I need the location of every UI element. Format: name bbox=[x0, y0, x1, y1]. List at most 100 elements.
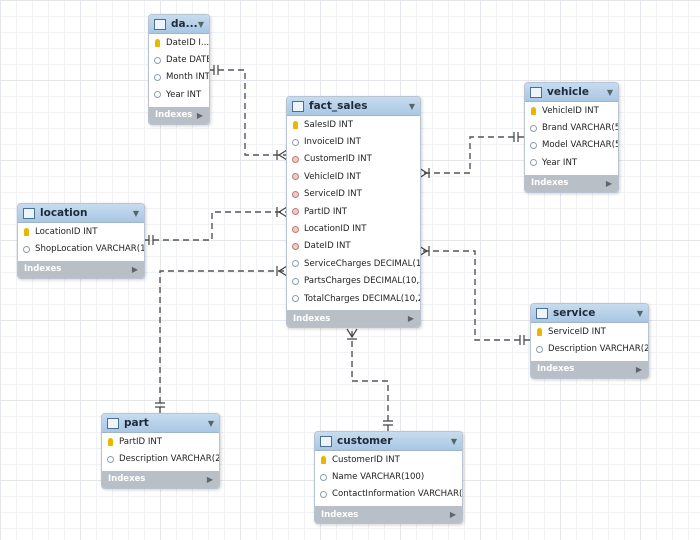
column-label: Description VARCHAR(20... bbox=[548, 344, 648, 355]
table-header[interactable]: customer ▼ bbox=[315, 432, 462, 451]
column-row[interactable]: TotalCharges DECIMAL(10,2) bbox=[287, 290, 420, 307]
column-row[interactable]: CustomerID INT bbox=[315, 451, 462, 468]
column-row[interactable]: LocationID INT bbox=[18, 223, 144, 240]
table-name: service bbox=[553, 307, 596, 319]
column-label: LocationID INT bbox=[304, 224, 367, 235]
primary-key-icon bbox=[108, 437, 113, 446]
column-row[interactable]: Year INT bbox=[149, 86, 209, 103]
column-row[interactable]: SalesID INT bbox=[287, 116, 420, 133]
rel-location-one-mark bbox=[148, 235, 154, 245]
column-icon bbox=[107, 455, 114, 463]
indexes-footer[interactable]: Indexes▶ bbox=[287, 310, 420, 328]
column-label: ServiceID INT bbox=[304, 189, 362, 200]
indexes-footer[interactable]: Indexes▶ bbox=[525, 174, 618, 192]
column-row[interactable]: ServiceCharges DECIMAL(10,... bbox=[287, 255, 420, 272]
table-service[interactable]: service ▼ ServiceID INT Description VARCHAR… bbox=[530, 303, 649, 379]
column-row[interactable]: ShopLocation VARCHAR(10... bbox=[18, 240, 144, 257]
column-label: Month INT bbox=[166, 72, 209, 83]
rel-vehicle-fact-sales bbox=[419, 136, 524, 174]
indexes-footer[interactable]: Indexes▶ bbox=[315, 506, 462, 524]
column-row[interactable]: PartsCharges DECIMAL(10,2) bbox=[287, 273, 420, 290]
indexes-footer[interactable]: Indexes ▶ bbox=[18, 260, 144, 278]
column-row[interactable]: Description VARCHAR(20... bbox=[531, 340, 648, 357]
column-row[interactable]: ContactInformation VARCHAR(20... bbox=[315, 486, 462, 503]
indexes-footer[interactable]: Indexes▶ bbox=[102, 470, 219, 488]
column-label: CustomerID INT bbox=[332, 454, 400, 465]
column-icon bbox=[154, 73, 161, 81]
column-row[interactable]: CustomerID INT bbox=[287, 151, 420, 168]
collapse-arrow-icon[interactable]: ▼ bbox=[197, 19, 204, 29]
table-header[interactable]: fact_sales▼ bbox=[287, 97, 420, 116]
primary-key-icon bbox=[537, 327, 542, 336]
column-row[interactable]: LocationID INT bbox=[287, 220, 420, 237]
column-row[interactable]: ServiceID INT bbox=[287, 186, 420, 203]
expand-arrow-icon[interactable]: ▶ bbox=[635, 364, 642, 374]
column-icon bbox=[154, 56, 161, 64]
column-label: Brand VARCHAR(50) bbox=[542, 123, 618, 134]
column-label: TotalCharges DECIMAL(10,2) bbox=[304, 293, 420, 304]
column-row[interactable]: ServiceID INT bbox=[531, 323, 648, 340]
table-icon bbox=[107, 417, 119, 429]
column-row[interactable]: Month INT bbox=[149, 69, 209, 86]
expand-arrow-icon[interactable]: ▶ bbox=[605, 178, 612, 188]
table-fact-sales[interactable]: fact_sales▼ SalesID INT InvoiceID INT Custo… bbox=[286, 96, 421, 329]
column-row[interactable]: Description VARCHAR(20... bbox=[102, 450, 219, 467]
table-header[interactable]: service ▼ bbox=[531, 304, 648, 323]
column-row[interactable]: DateID INT bbox=[287, 238, 420, 255]
column-label: VehicleID INT bbox=[542, 105, 599, 116]
indexes-footer[interactable]: Indexes▶ bbox=[531, 360, 648, 378]
expand-arrow-icon[interactable]: ▶ bbox=[449, 510, 456, 520]
column-row[interactable]: Name VARCHAR(100) bbox=[315, 468, 462, 485]
table-header[interactable]: location▼ bbox=[18, 204, 144, 223]
collapse-arrow-icon[interactable]: ▼ bbox=[606, 87, 613, 97]
rel-part-many-mark bbox=[276, 265, 288, 277]
column-row[interactable]: DateID I... bbox=[149, 34, 209, 51]
rel-date-many-mark bbox=[276, 149, 288, 161]
collapse-arrow-icon[interactable]: ▼ bbox=[207, 418, 214, 428]
expand-arrow-icon[interactable]: ▶ bbox=[131, 264, 138, 274]
table-customer[interactable]: customer ▼ CustomerID INT Name VARCHAR(100)… bbox=[314, 431, 463, 525]
column-row[interactable]: PartID INT bbox=[287, 203, 420, 220]
column-row[interactable]: Brand VARCHAR(50) bbox=[525, 119, 618, 136]
column-row[interactable]: VehicleID INT bbox=[287, 168, 420, 185]
indexes-label: Indexes bbox=[24, 264, 62, 275]
column-label: CustomerID INT bbox=[304, 154, 372, 165]
column-icon bbox=[320, 490, 327, 498]
foreign-key-icon bbox=[292, 208, 299, 216]
column-row[interactable]: VehicleID INT bbox=[525, 102, 618, 119]
column-row[interactable]: InvoiceID INT bbox=[287, 133, 420, 150]
rel-part-fact-sales bbox=[159, 270, 287, 413]
column-row[interactable]: Date DATE bbox=[149, 51, 209, 68]
column-label: SalesID INT bbox=[304, 119, 353, 130]
table-header[interactable]: vehicle▼ bbox=[525, 83, 618, 102]
collapse-arrow-icon[interactable]: ▼ bbox=[636, 308, 643, 318]
column-label: ServiceCharges DECIMAL(10,... bbox=[304, 258, 420, 269]
column-icon bbox=[530, 159, 537, 167]
table-date[interactable]: da...▼DateID I...Date DATE Month INT Year … bbox=[148, 14, 210, 125]
expand-arrow-icon[interactable]: ▶ bbox=[206, 474, 213, 484]
collapse-arrow-icon[interactable]: ▼ bbox=[450, 436, 457, 446]
table-header[interactable]: da...▼ bbox=[149, 15, 209, 34]
column-label: ShopLocation VARCHAR(10... bbox=[35, 244, 144, 255]
column-icon bbox=[292, 277, 299, 285]
rel-service-fact-sales bbox=[419, 250, 530, 341]
table-location[interactable]: location▼LocationID INT ShopLocation VARC… bbox=[17, 203, 145, 279]
rel-customer-many-mark bbox=[346, 328, 358, 340]
table-vehicle[interactable]: vehicle▼ VehicleID INT Brand VARCHAR(50) Mo… bbox=[524, 82, 619, 193]
collapse-arrow-icon[interactable]: ▼ bbox=[132, 208, 139, 218]
column-row[interactable]: Model VARCHAR(50) bbox=[525, 137, 618, 154]
expand-arrow-icon[interactable]: ▶ bbox=[407, 314, 414, 324]
collapse-arrow-icon[interactable]: ▼ bbox=[408, 101, 415, 111]
table-header[interactable]: part▼ bbox=[102, 414, 219, 433]
table-name: customer bbox=[337, 435, 393, 447]
column-row[interactable]: Year INT bbox=[525, 154, 618, 171]
rel-service-many-mark bbox=[418, 245, 430, 257]
column-label: PartID INT bbox=[304, 206, 348, 217]
indexes-footer[interactable]: Indexes▶ bbox=[149, 106, 209, 124]
column-label: DateID INT bbox=[304, 241, 351, 252]
column-row[interactable]: PartID INT bbox=[102, 433, 219, 450]
foreign-key-icon bbox=[292, 155, 299, 163]
rel-customer-fact-sales bbox=[351, 329, 389, 431]
expand-arrow-icon[interactable]: ▶ bbox=[196, 110, 203, 120]
